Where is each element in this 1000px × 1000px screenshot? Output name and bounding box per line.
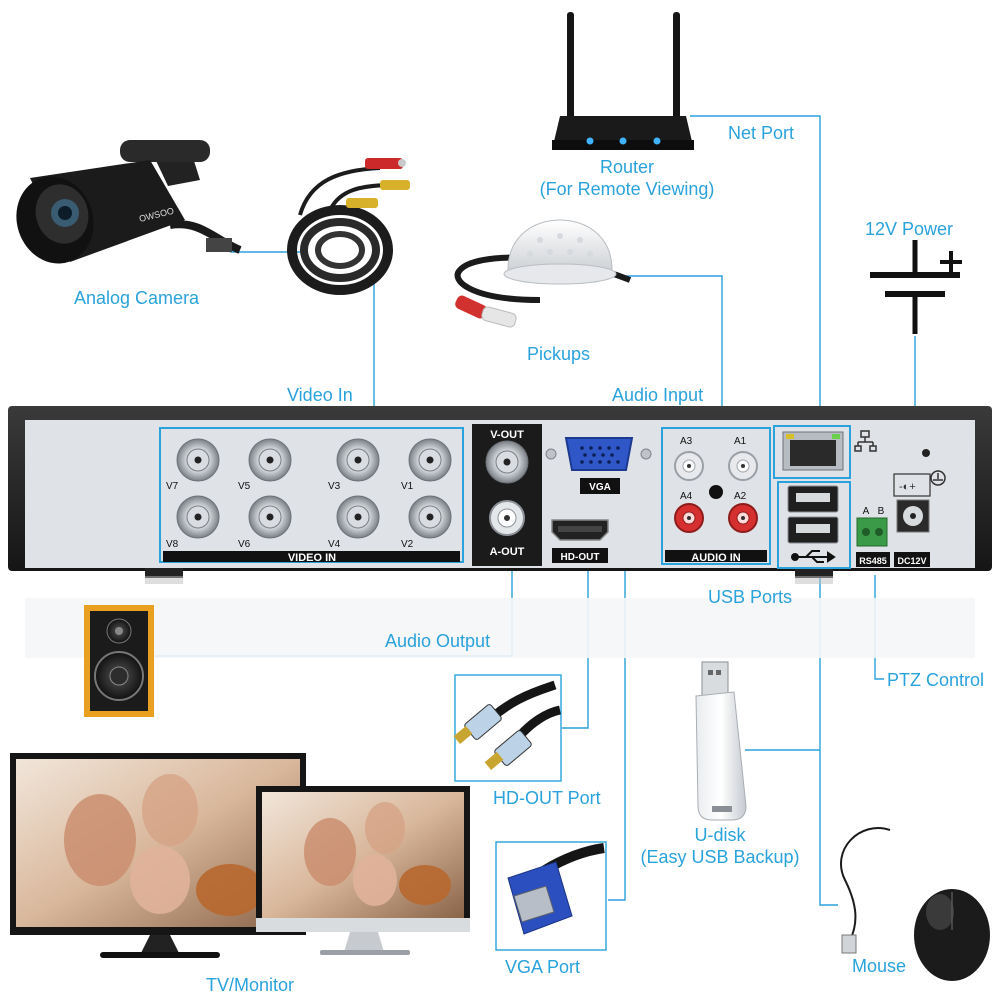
panel-v-out-text: V-OUT [490,429,524,441]
rca-a1 [729,452,757,480]
small-monitor [256,786,470,955]
udisk-device [696,662,746,820]
pickups-label: Pickups [527,343,590,365]
analog-camera: OWSOO [5,140,240,274]
power-label: 12V Power [865,218,953,240]
ch-v2-text: V2 [401,539,414,550]
ch-v8-text: V8 [166,539,179,550]
panel-a-text: A [863,506,870,517]
net-port-label: Net Port [728,122,794,144]
audio-output-label: Audio Output [385,630,490,652]
ch-a1-text: A1 [734,436,747,447]
ch-v5-text: V5 [238,481,251,492]
ptz-control-label: PTZ Control [887,669,984,691]
bnc-v4 [337,496,379,538]
panel-video-in-text: VIDEO IN [288,552,336,564]
router-label-line1: Router [520,156,734,178]
ch-a3-text: A3 [680,436,693,447]
analog-camera-label: Analog Camera [74,287,199,309]
bnc-v7 [177,439,219,481]
svg-text:-◐+: -◐+ [899,481,916,493]
ch-a4-text: A4 [680,491,693,502]
speaker-device [84,605,154,717]
ch-v3-text: V3 [328,481,341,492]
pickup-microphone [454,220,630,328]
panel-hd-out-text: HD-OUT [561,552,600,563]
rca-a2 [729,504,757,532]
ch-v7-text: V7 [166,481,179,492]
tv-monitor-label: TV/Monitor [206,974,294,996]
video-in-label: Video In [287,384,353,406]
panel-rs485-text: RS485 [859,556,887,566]
vga-port-label: VGA Port [505,956,580,978]
ch-v4-text: V4 [328,539,341,550]
udisk-label: U-disk (Easy USB Backup) [625,824,815,868]
udisk-label-line2: (Easy USB Backup) [625,846,815,868]
router-device [552,12,694,150]
mouse-label: Mouse [852,955,906,977]
panel-audio-in-text: AUDIO IN [691,552,741,564]
audio-input-label: Audio Input [612,384,703,406]
rca-a3 [675,452,703,480]
panel-b-text: B [878,506,885,517]
rca-a4 [675,504,703,532]
ch-a2-text: A2 [734,491,747,502]
hd-out-port-label: HD-OUT Port [493,787,601,809]
hdmi-cable [454,675,561,781]
router-label: Router (For Remote Viewing) [520,156,734,200]
panel-vga-text: VGA [589,482,611,493]
camera-cable-bundle [292,158,410,290]
bnc-v3 [337,439,379,481]
av-out-block [472,424,542,566]
panel-dc12v-text: DC12V [897,556,926,566]
bnc-v6 [249,496,291,538]
router-label-line2: (For Remote Viewing) [520,178,734,200]
bnc-v5 [249,439,291,481]
panel-a-out-text: A-OUT [490,546,525,558]
ch-v1-text: V1 [401,481,414,492]
ch-v6-text: V6 [238,539,251,550]
bnc-v2 [409,496,451,538]
bnc-v8 [177,496,219,538]
usb-ports-label: USB Ports [708,586,792,608]
udisk-label-line1: U-disk [625,824,815,846]
bnc-v1 [409,439,451,481]
power-symbol [870,240,962,334]
vga-cable [496,842,606,950]
